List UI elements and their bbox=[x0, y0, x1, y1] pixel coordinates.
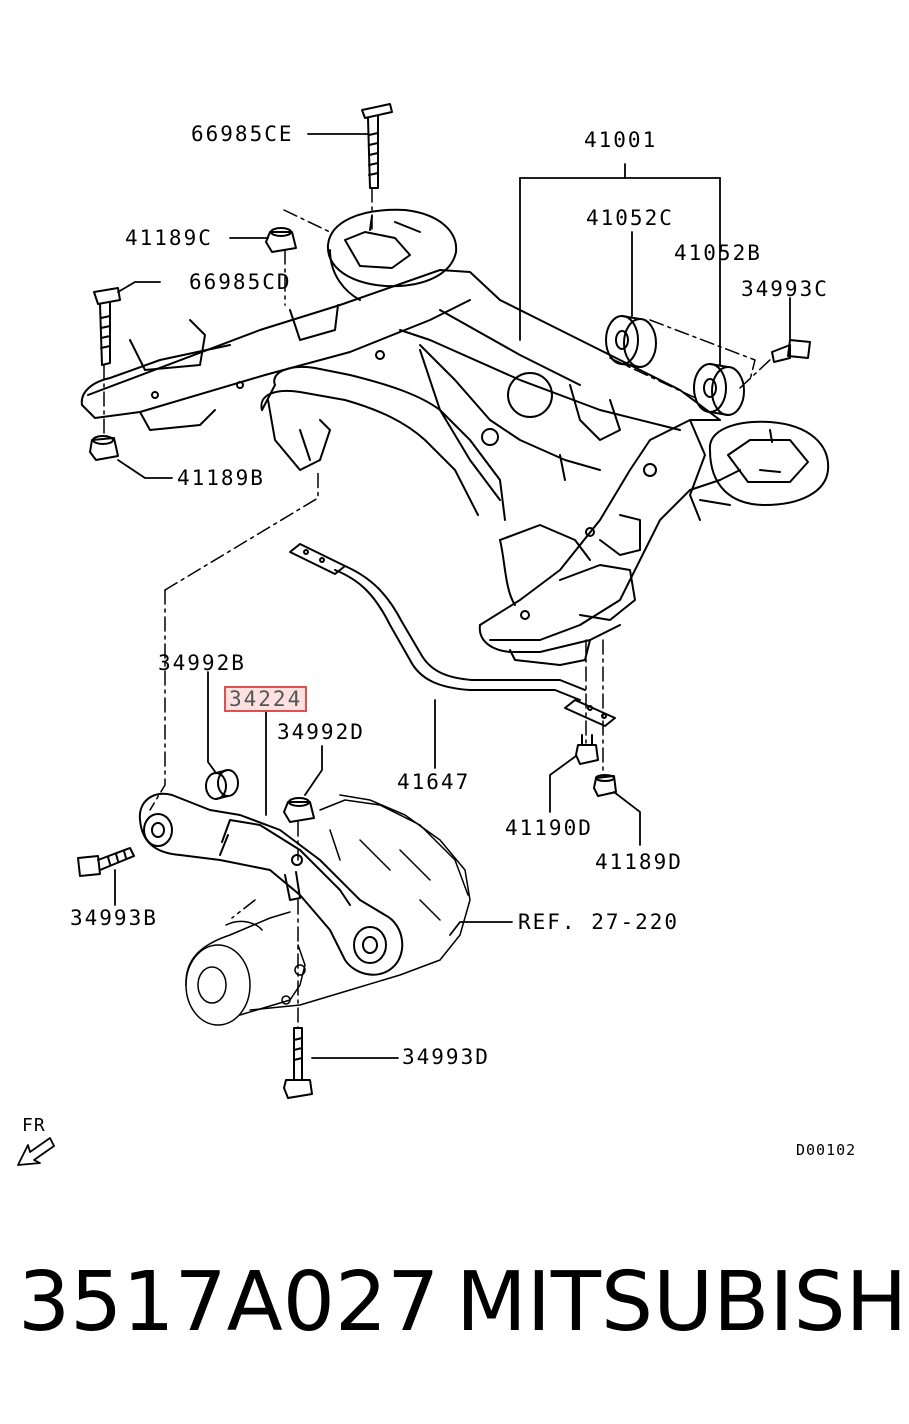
stabilizer-bar-41647 bbox=[289, 543, 616, 727]
footer: 3517A027 MITSUBISHI bbox=[0, 1262, 909, 1372]
callout-41647: 41647 bbox=[397, 770, 471, 794]
crossmember-frame bbox=[80, 208, 830, 666]
callout-66985ce: 66985CE bbox=[191, 122, 294, 146]
callout-41001: 41001 bbox=[584, 128, 658, 152]
callout-41189c: 41189C bbox=[125, 226, 213, 250]
callout-41052c: 41052C bbox=[586, 206, 674, 230]
bolt-66985cd bbox=[93, 287, 121, 366]
fr-label: FR bbox=[22, 1115, 46, 1136]
support-member-34224 bbox=[138, 792, 404, 976]
callout-34993c: 34993C bbox=[741, 277, 829, 301]
differential-ref bbox=[185, 794, 471, 1026]
part-number: 3517A027 bbox=[18, 1255, 440, 1350]
bolt-66985ce bbox=[361, 103, 393, 189]
nut-41189b bbox=[89, 435, 119, 461]
callout-34992d: 34992D bbox=[277, 720, 365, 744]
callout-34993d: 34993D bbox=[402, 1045, 490, 1069]
bolt-34993d bbox=[283, 1027, 313, 1099]
front-direction-arrow bbox=[17, 1137, 55, 1166]
nut-41189c bbox=[265, 227, 297, 253]
bushing-34992b bbox=[205, 769, 239, 800]
bushing-41052b bbox=[693, 363, 745, 416]
parts-diagram bbox=[17, 103, 830, 1166]
callout-41189d: 41189D bbox=[595, 850, 683, 874]
drawing-code: D00102 bbox=[796, 1141, 857, 1159]
bolt-41190d bbox=[575, 734, 599, 765]
callout-41189b: 41189B bbox=[177, 466, 265, 490]
nut-34992d bbox=[283, 797, 315, 823]
leader-lines bbox=[114, 133, 791, 1059]
brand-name: MITSUBISHI bbox=[456, 1255, 909, 1350]
bolt-34993b bbox=[77, 847, 135, 877]
callout-66985cd: 66985CD bbox=[189, 270, 292, 294]
assembly-lines bbox=[103, 187, 773, 1029]
callout-41052b: 41052B bbox=[674, 241, 762, 265]
bushing-41052c bbox=[605, 315, 657, 368]
nut-41189d bbox=[593, 774, 617, 797]
callout-34993b: 34993B bbox=[70, 906, 158, 930]
callout-ref-27-220: REF. 27-220 bbox=[518, 910, 680, 934]
callout-34224-highlighted[interactable]: 34224 bbox=[224, 686, 308, 712]
bolt-34993c bbox=[771, 339, 811, 363]
callout-41190d: 41190D bbox=[505, 816, 593, 840]
callout-34992b: 34992B bbox=[158, 651, 246, 675]
